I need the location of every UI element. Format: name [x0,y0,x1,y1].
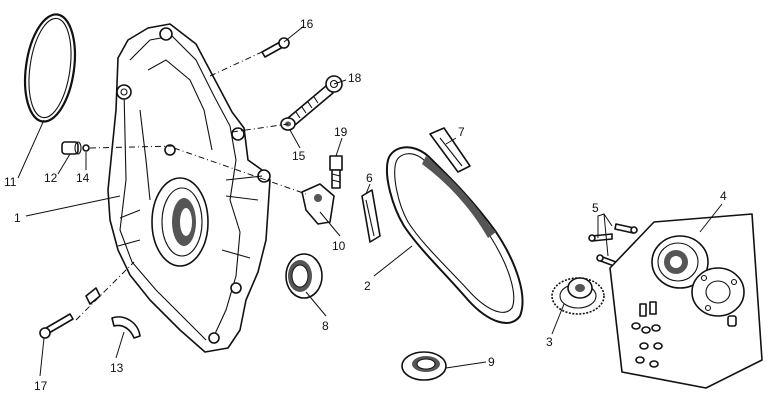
callout-15: 15 [292,149,306,163]
callout-14: 14 [76,171,90,185]
callout-5: 5 [592,201,599,215]
screws-part-5 [588,223,638,267]
callout-8: 8 [322,319,329,333]
seal-part-9 [401,351,447,381]
timing-chain-part-2 [386,146,524,324]
chain-guide-part-7 [429,127,471,173]
bolt-part-17 [39,313,74,339]
callout-19: 19 [334,125,348,139]
bolt-part-18 [287,75,343,126]
callout-16: 16 [300,17,314,31]
callout-17: 17 [34,379,48,393]
o-ring-part-11 [23,13,77,123]
callout-9: 9 [488,355,495,369]
sprocket-part-3 [551,277,605,315]
callout-7: 7 [458,125,465,139]
shim-part-13 [85,287,141,339]
tensioner-bracket-part-10 [301,183,335,225]
callout-18: 18 [348,71,362,85]
callout-13: 13 [110,361,124,375]
callout-4: 4 [720,189,727,203]
callout-12: 12 [44,171,58,185]
cover-housing-part-1 [107,23,271,353]
callout-11: 11 [4,175,17,189]
leader-lines [17,25,723,377]
bolt-part-19 [329,155,343,189]
callout-labels: 16 18 19 15 10 11 12 14 1 8 13 17 2 7 6 … [4,17,727,393]
dowel-part-12 [61,141,82,155]
callout-10: 10 [332,239,346,253]
pin-part-14 [82,144,90,152]
alignment-lines [75,51,307,321]
oil-seal-part-8 [285,253,323,299]
callout-2: 2 [364,279,371,293]
chain-guide-part-6 [361,189,381,243]
callout-6: 6 [366,171,373,185]
oil-pump-kit-part-4 [609,213,763,389]
callout-3: 3 [546,335,553,349]
callout-1: 1 [14,211,21,225]
